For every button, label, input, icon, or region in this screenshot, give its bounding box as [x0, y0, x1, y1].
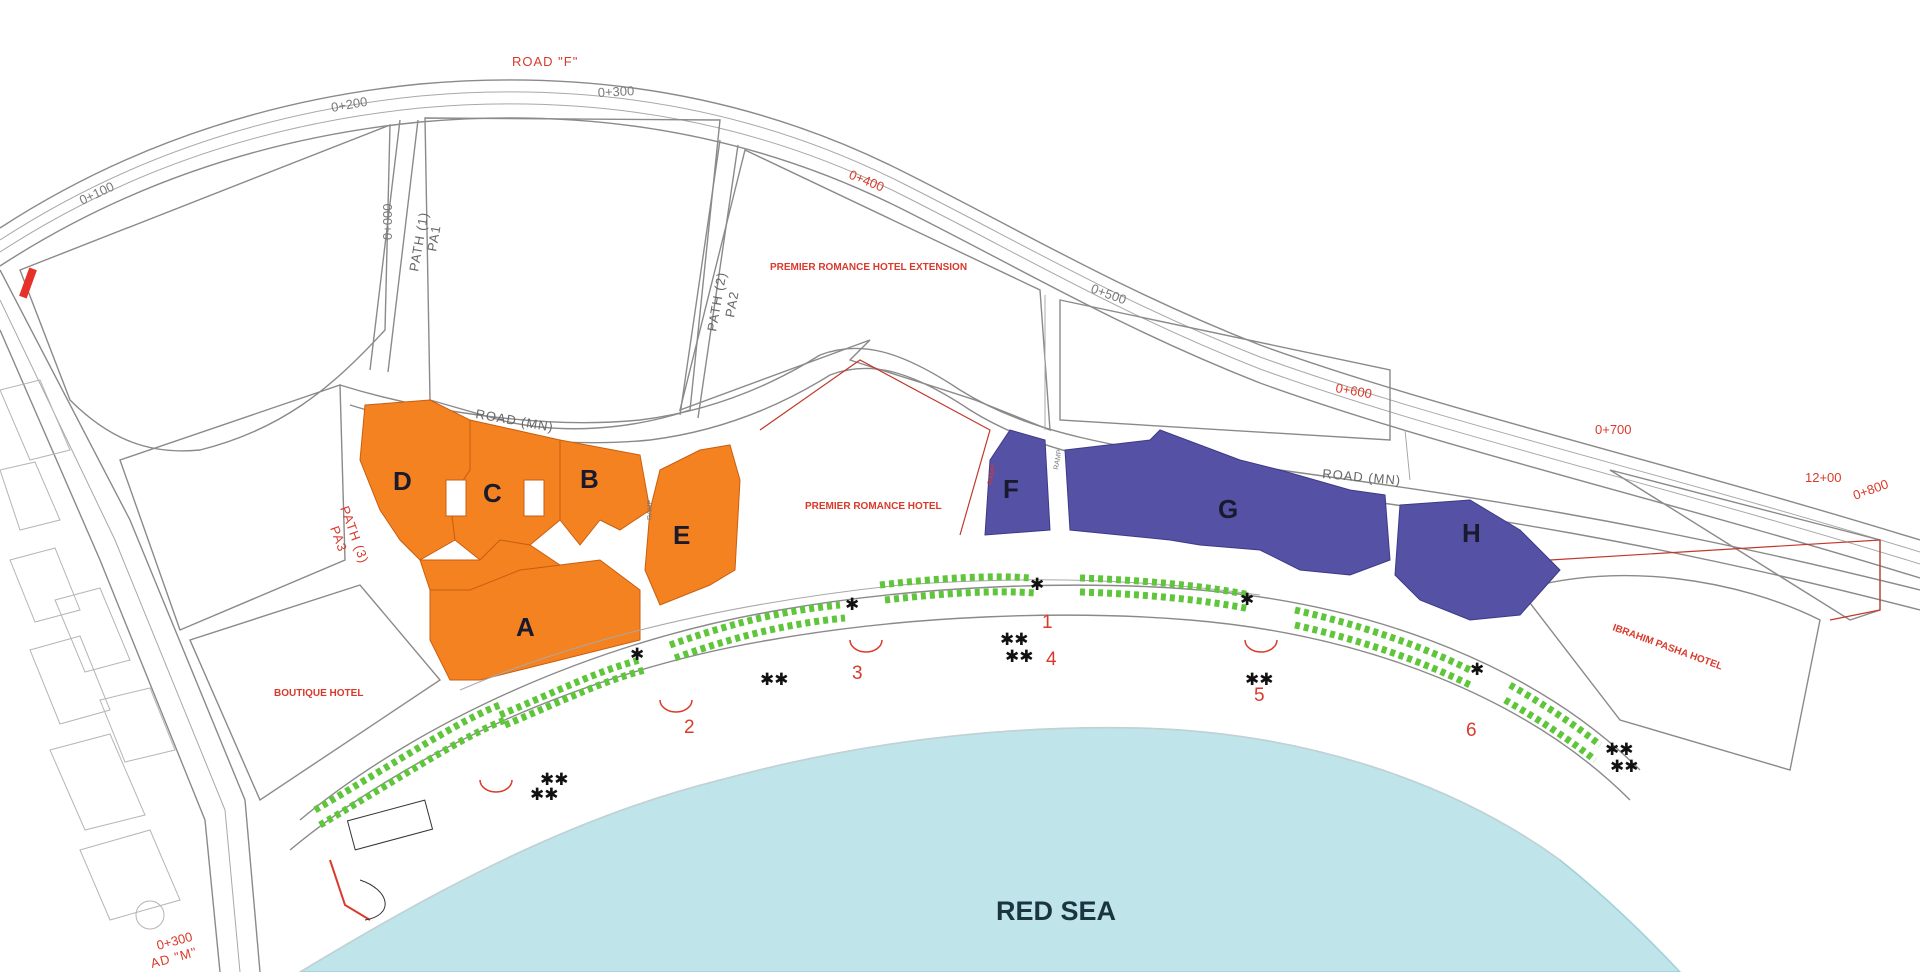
chainage-400: 0+400 — [847, 167, 886, 195]
building-f-label: F — [1003, 474, 1019, 504]
svg-text:✱: ✱ — [1240, 590, 1254, 610]
hotel-extension-label: PREMIER ROMANCE HOTEL EXTENSION — [770, 262, 967, 273]
building-b-label: B — [580, 464, 599, 494]
blue-buildings — [984, 429, 1561, 621]
promenade-pavilions — [479, 639, 1278, 793]
path2-code: PA2 — [722, 290, 741, 319]
building-e — [644, 444, 741, 606]
hotel-boutique-label: BOUTIQUE HOTEL — [274, 688, 363, 699]
building-b — [559, 439, 651, 546]
hotel-boundaries — [19, 267, 1881, 621]
red-sea-water — [298, 726, 1682, 972]
road-mn-label-2: ROAD (MN) — [1322, 466, 1402, 488]
building-g — [1064, 429, 1391, 576]
chainage-800: 0+800 — [1851, 476, 1890, 503]
chainage-100: 0+100 — [77, 179, 116, 208]
path-lines — [369, 119, 1411, 481]
ramp-label-3: RAMP — [1053, 449, 1063, 470]
orange-buildings — [359, 399, 741, 681]
left-building-blocks — [0, 379, 181, 930]
svg-text:✱✱: ✱✱ — [1610, 757, 1639, 777]
road-f-lines — [0, 79, 1920, 579]
station-2: 2 — [684, 717, 695, 738]
svg-text:✱: ✱ — [845, 595, 859, 615]
building-c-label: C — [483, 478, 502, 508]
svg-text:✱✱: ✱✱ — [530, 785, 559, 805]
hotel-premier-label: PREMIER ROMANCE HOTEL — [805, 501, 942, 512]
svg-text:✱✱: ✱✱ — [1005, 647, 1034, 667]
tree-rows — [313, 573, 1603, 829]
road-f-label: ROAD "F" — [512, 54, 578, 69]
chainage-200: 0+200 — [330, 94, 369, 115]
building-e-label: E — [673, 520, 690, 550]
svg-text:✱: ✱ — [630, 645, 644, 665]
building-g-label: G — [1218, 494, 1238, 524]
building-h-label: H — [1462, 518, 1481, 548]
station-1: 1 — [1042, 612, 1053, 633]
svg-text:✱✱: ✱✱ — [1605, 740, 1634, 760]
road-mn-lines — [339, 347, 1920, 611]
path1-code: PA1 — [424, 224, 443, 253]
sea-label: RED SEA — [996, 896, 1116, 926]
svg-text:✱✱: ✱✱ — [1000, 630, 1029, 650]
svg-text:✱✱: ✱✱ — [540, 770, 569, 790]
station-6: 6 — [1466, 720, 1477, 741]
building-d-label: D — [393, 466, 412, 496]
orange-building-voids — [445, 479, 545, 517]
ramp-label-2: RAMP — [987, 464, 997, 485]
station-5: 5 — [1254, 685, 1265, 706]
hotel-ibrahim-label: IBRAHIM PASHA HOTEL — [1611, 622, 1724, 672]
beach-edge — [299, 727, 1561, 972]
chainage-path1: 0+000 — [380, 203, 395, 240]
building-a-label: A — [516, 612, 535, 642]
chainage-600: 0+600 — [1334, 380, 1373, 401]
chainage-1200: 12+00 — [1805, 470, 1842, 485]
palm-stars: ✱✱ ✱✱ ✱✱ ✱✱ ✱✱ ✱✱ ✱✱ ✱✱ ✱ ✱ ✱ ✱ ✱ — [530, 575, 1639, 805]
svg-text:✱: ✱ — [1470, 660, 1484, 680]
building-f — [984, 429, 1051, 536]
ramp-label-1: RAMP — [647, 499, 654, 520]
svg-text:✱: ✱ — [1030, 575, 1044, 595]
svg-text:✱✱: ✱✱ — [760, 670, 789, 690]
svg-text:✱✱: ✱✱ — [1245, 670, 1274, 690]
building-h — [1394, 499, 1561, 621]
chainage-700: 0+700 — [1595, 422, 1632, 437]
station-3: 3 — [852, 663, 863, 684]
beach-amenity — [329, 799, 434, 921]
chainage-300: 0+300 — [597, 83, 634, 100]
station-4: 4 — [1046, 649, 1057, 670]
